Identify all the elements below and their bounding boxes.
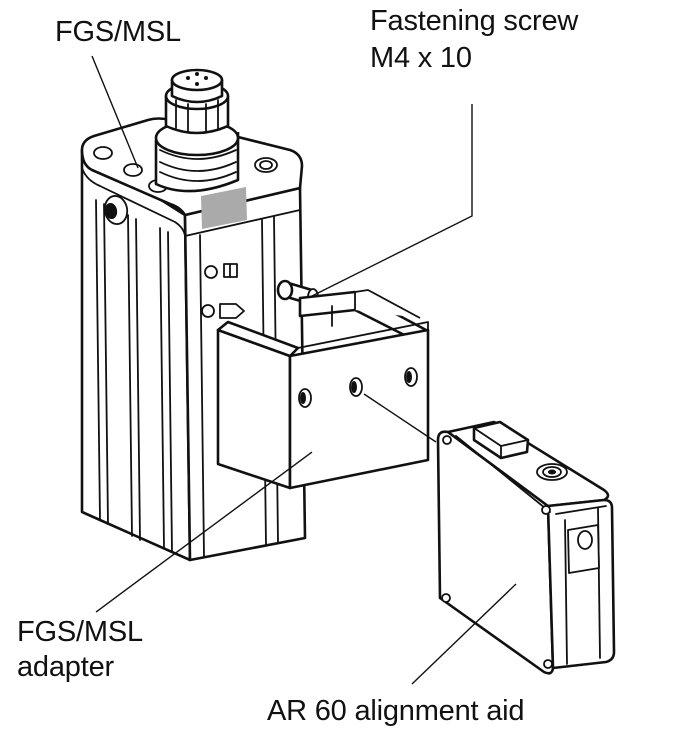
leader-ar60: [411, 583, 517, 685]
label-plate: [201, 187, 247, 229]
label-adapter-line2: adapter: [17, 651, 114, 683]
label-fgs-msl: FGS/MSL: [55, 16, 181, 48]
label-fastening-screw: Fastening screw: [370, 5, 579, 37]
fgs-msl-adapter: [216, 289, 430, 490]
leader-adapter: [95, 451, 313, 613]
leader-fastening-screw: [311, 104, 473, 297]
leader-fgs-msl: [91, 55, 139, 169]
label-ar60-alignment-aid: AR 60 alignment aid: [267, 695, 525, 727]
leader-mounting: [363, 393, 437, 443]
leader-lines: [91, 55, 517, 685]
ar60-alignment-aid: [436, 420, 616, 675]
label-adapter-line1: FGS/MSL: [17, 616, 143, 648]
label-screw-size: M4 x 10: [370, 42, 472, 74]
connector-icon: [154, 68, 240, 193]
